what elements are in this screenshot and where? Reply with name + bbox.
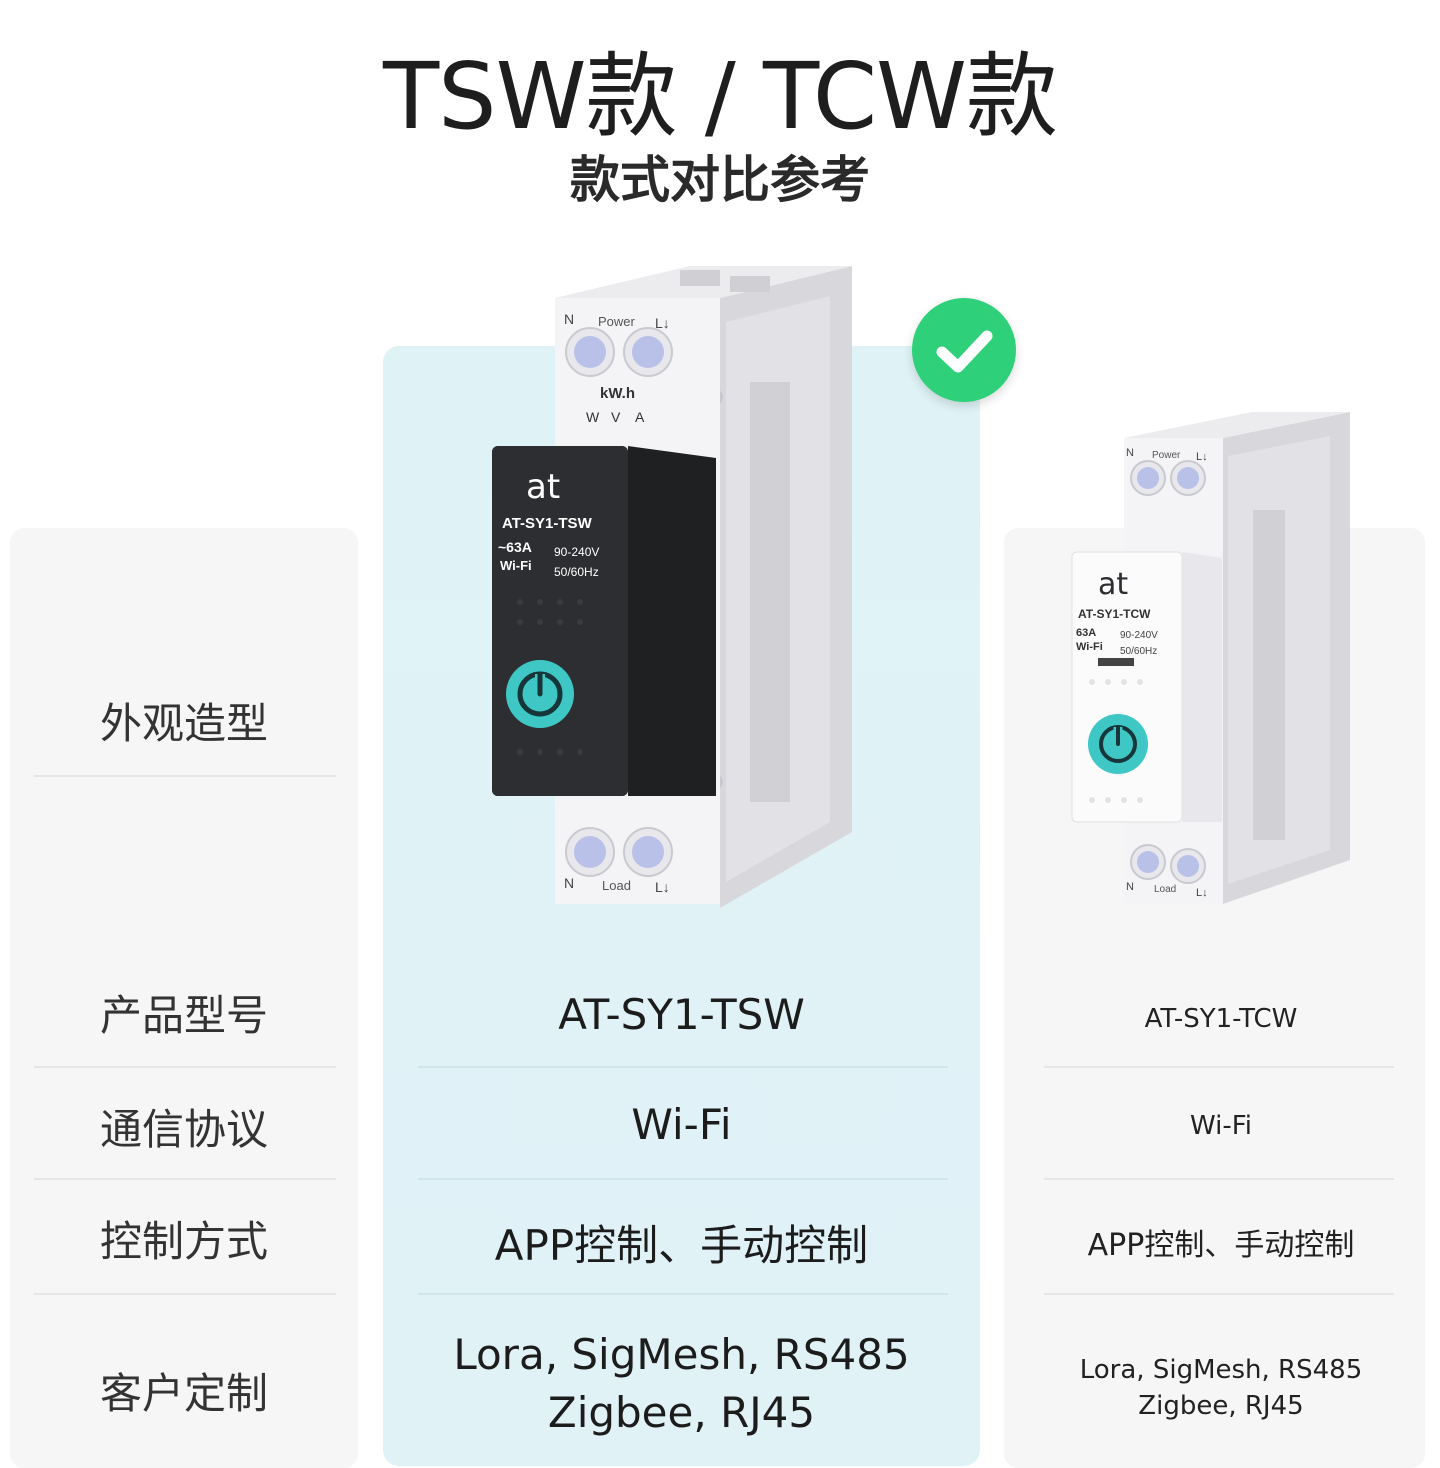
tsw-term-power: Power	[598, 314, 636, 329]
tcw-logo: at	[1098, 567, 1128, 602]
tsw-meter-v: V	[611, 409, 621, 425]
tcw-label-current: 63A	[1076, 627, 1096, 639]
tsw-label-freq: 50/60Hz	[554, 565, 599, 579]
tsw-term-n-bottom: N	[564, 875, 574, 891]
tsw-protocol: Wi-Fi	[631, 1100, 732, 1149]
row-divider	[1044, 1293, 1394, 1295]
tsw-custom-line1: Lora, SigMesh, RS485	[453, 1330, 910, 1379]
tsw-control: APP控制、手动控制	[494, 1221, 869, 1270]
tsw-model: AT-SY1-TSW	[558, 990, 805, 1039]
tcw-term-l: L↓	[1196, 451, 1208, 463]
tsw-logo: at	[526, 467, 560, 507]
tsw-label-model: AT-SY1-TSW	[502, 515, 593, 532]
tcw-label-wifi: Wi-Fi	[1076, 641, 1103, 653]
tcw-control: APP控制、手动控制	[1087, 1228, 1355, 1263]
row-label-model: 产品型号	[99, 991, 268, 1040]
row-divider	[1044, 1178, 1394, 1180]
label-column-panel	[10, 528, 358, 1468]
row-label-protocol: 通信协议	[99, 1105, 268, 1154]
tcw-label-voltage: 90-240V	[1120, 630, 1158, 641]
tcw-custom-line2: Zigbee, RJ45	[1138, 1391, 1304, 1421]
tcw-label-freq: 50/60Hz	[1120, 646, 1157, 657]
tsw-kwh: kW.h	[600, 385, 635, 402]
tcw-term-l-bottom: L↓	[1196, 887, 1208, 899]
row-divider	[418, 1293, 948, 1295]
tsw-device-image: N Power L↓ kW.h W V A at AT-SY1-TSW ~63A…	[492, 266, 852, 908]
row-divider	[34, 1178, 336, 1180]
page-title: TSW款 / TCW款	[382, 43, 1058, 150]
row-divider	[1044, 1066, 1394, 1068]
checkmark-circle-icon	[912, 298, 1016, 402]
tcw-term-n-bottom: N	[1126, 881, 1134, 893]
tcw-protocol: Wi-Fi	[1189, 1111, 1253, 1141]
tsw-custom-line2: Zigbee, RJ45	[547, 1388, 816, 1437]
row-divider	[418, 1066, 948, 1068]
row-label-custom: 客户定制	[99, 1369, 268, 1418]
row-divider	[418, 1178, 948, 1180]
tsw-label-voltage: 90-240V	[554, 545, 599, 559]
tsw-label-current: ~63A	[498, 539, 532, 555]
tcw-label-model: AT-SY1-TCW	[1078, 607, 1151, 621]
tsw-meter-w: W	[586, 409, 600, 425]
row-divider	[34, 775, 336, 777]
tcw-device-image: N Power L↓ at AT-SY1-TCW 63A Wi-Fi 90-24…	[1071, 412, 1350, 904]
tsw-term-l: L↓	[655, 315, 670, 331]
row-label-appearance: 外观造型	[99, 699, 268, 748]
tcw-term-power: Power	[1152, 450, 1181, 461]
row-divider	[34, 1293, 336, 1295]
tcw-model: AT-SY1-TCW	[1144, 1004, 1298, 1034]
tcw-custom-line1: Lora, SigMesh, RS485	[1079, 1355, 1363, 1385]
row-label-control: 控制方式	[99, 1217, 268, 1266]
tsw-term-n: N	[564, 311, 574, 327]
tsw-meter-a: A	[635, 409, 645, 425]
tsw-term-l-bottom: L↓	[655, 879, 670, 895]
page-subtitle: 款式对比参考	[570, 151, 870, 209]
row-divider	[34, 1066, 336, 1068]
tsw-label-wifi: Wi-Fi	[500, 558, 532, 573]
tsw-term-load: Load	[602, 878, 631, 893]
tcw-term-n: N	[1126, 447, 1134, 459]
tcw-term-load: Load	[1154, 884, 1176, 895]
